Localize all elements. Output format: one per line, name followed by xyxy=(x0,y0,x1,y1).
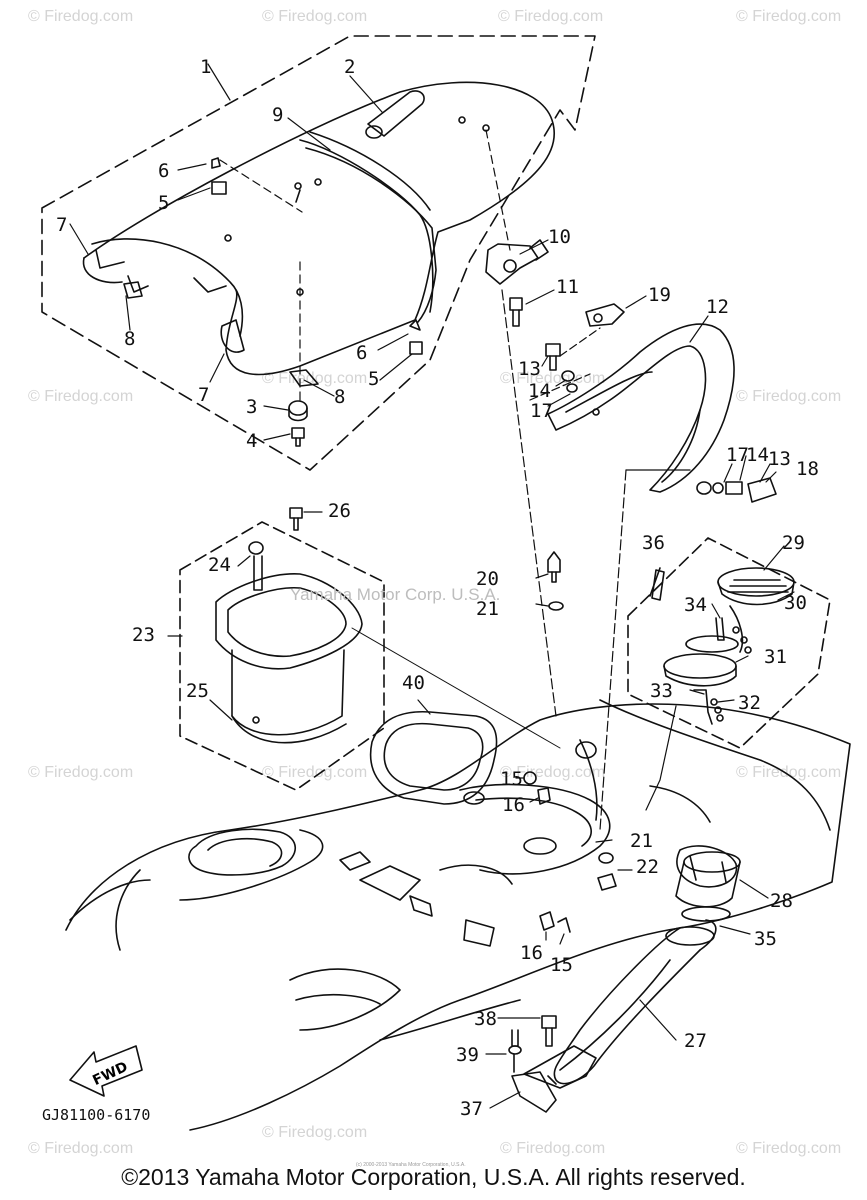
callout-19: 19 xyxy=(648,284,671,306)
leader-lines-neck xyxy=(639,879,769,1041)
storage-box-group xyxy=(179,507,385,791)
callout-11: 11 xyxy=(556,276,579,298)
leader-lines-box xyxy=(167,511,561,749)
callout-5: 5 xyxy=(158,192,170,214)
callout-5: 5 xyxy=(368,368,380,390)
callout-18: 18 xyxy=(796,458,819,480)
watermark: © Firedog.com xyxy=(28,388,134,405)
leader-lines-lower xyxy=(485,1017,541,1109)
callout-7: 7 xyxy=(198,384,210,406)
callout-10: 10 xyxy=(548,226,571,248)
callout-6: 6 xyxy=(356,342,368,364)
callout-17: 17 xyxy=(726,444,749,466)
callout-38: 38 xyxy=(474,1008,497,1030)
leader-lines-cap xyxy=(645,545,795,811)
callout-14: 14 xyxy=(528,380,551,402)
seat-assembly xyxy=(82,81,556,447)
callout-17: 17 xyxy=(530,400,553,422)
callout-12: 12 xyxy=(706,296,729,318)
leader-lines-seat xyxy=(69,63,511,441)
copyright-footer: ©2013 Yamaha Motor Corporation, U.S.A. A… xyxy=(121,1164,746,1190)
callout-22: 22 xyxy=(636,856,659,878)
callout-34: 34 xyxy=(684,594,707,616)
mount-parts xyxy=(535,551,564,611)
callout-8: 8 xyxy=(334,386,346,408)
lower-fasteners xyxy=(508,1015,557,1113)
callout-13: 13 xyxy=(518,358,541,380)
watermark: © Firedog.com xyxy=(28,764,134,781)
diagram-code: GJ81100-6170 xyxy=(42,1106,151,1124)
callout-4: 4 xyxy=(246,430,258,452)
watermark: © Firedog.com xyxy=(736,8,842,25)
callout-27: 27 xyxy=(684,1030,707,1052)
gasket xyxy=(369,699,498,805)
watermark: © Firedog.com xyxy=(736,388,842,405)
callout-16: 16 xyxy=(502,794,525,816)
callout-29: 29 xyxy=(782,532,805,554)
grab-rail xyxy=(545,303,777,503)
callout-37: 37 xyxy=(460,1098,483,1120)
callout-39: 39 xyxy=(456,1044,479,1066)
callout-21: 21 xyxy=(630,830,653,852)
callout-7: 7 xyxy=(56,214,68,236)
watermark: © Firedog.com xyxy=(262,8,368,25)
callout-26: 26 xyxy=(328,500,351,522)
watermark: © Firedog.com xyxy=(736,764,842,781)
watermark: © Firedog.com xyxy=(262,1124,368,1141)
fwd-arrow-icon xyxy=(69,1045,143,1097)
watermark: © Firedog.com xyxy=(500,370,606,387)
callout-9: 9 xyxy=(272,104,284,126)
callout-21: 21 xyxy=(476,598,499,620)
callout-2: 2 xyxy=(344,56,356,78)
callout-1: 1 xyxy=(200,56,212,78)
callout-6: 6 xyxy=(158,160,170,182)
callout-31: 31 xyxy=(764,646,787,668)
hull-body xyxy=(65,699,851,1131)
fuel-cap-group xyxy=(627,537,831,749)
callout-13: 13 xyxy=(768,448,791,470)
callout-36: 36 xyxy=(642,532,665,554)
watermark: © Firedog.com xyxy=(28,1140,134,1157)
tiny-credit: (c) 2000-2013 Yamaha Motor Corporation, … xyxy=(356,1162,466,1168)
leader-lines-rail xyxy=(519,239,777,831)
leader-lines-hardware xyxy=(515,777,633,945)
callout-8: 8 xyxy=(124,328,136,350)
callout-30: 30 xyxy=(784,592,807,614)
watermark: © Firedog.com xyxy=(28,8,134,25)
watermark: © Firedog.com xyxy=(262,370,368,387)
callout-23: 23 xyxy=(132,624,155,646)
callout-28: 28 xyxy=(770,890,793,912)
callout-16: 16 xyxy=(520,942,543,964)
callout-3: 3 xyxy=(246,396,258,418)
callout-25: 25 xyxy=(186,680,209,702)
watermark: © Firedog.com xyxy=(500,764,606,781)
fill-neck-hose xyxy=(523,851,741,1089)
callout-20: 20 xyxy=(476,568,499,590)
seat-group-outline xyxy=(41,35,596,471)
callout-15: 15 xyxy=(500,768,523,790)
callout-15: 15 xyxy=(550,954,573,976)
callout-35: 35 xyxy=(754,928,777,950)
watermark: © Firedog.com xyxy=(262,764,368,781)
callout-14: 14 xyxy=(746,444,769,466)
callout-33: 33 xyxy=(650,680,673,702)
watermark: © Firedog.com xyxy=(736,1140,842,1157)
callout-40: 40 xyxy=(402,672,425,694)
watermark: © Firedog.com xyxy=(498,8,604,25)
center-watermark: Yamaha Motor Corp. U.S.A. xyxy=(290,585,501,604)
callout-24: 24 xyxy=(208,554,231,576)
callout-32: 32 xyxy=(738,692,761,714)
seat-lock-parts xyxy=(485,239,557,717)
watermark: © Firedog.com xyxy=(500,1140,606,1157)
